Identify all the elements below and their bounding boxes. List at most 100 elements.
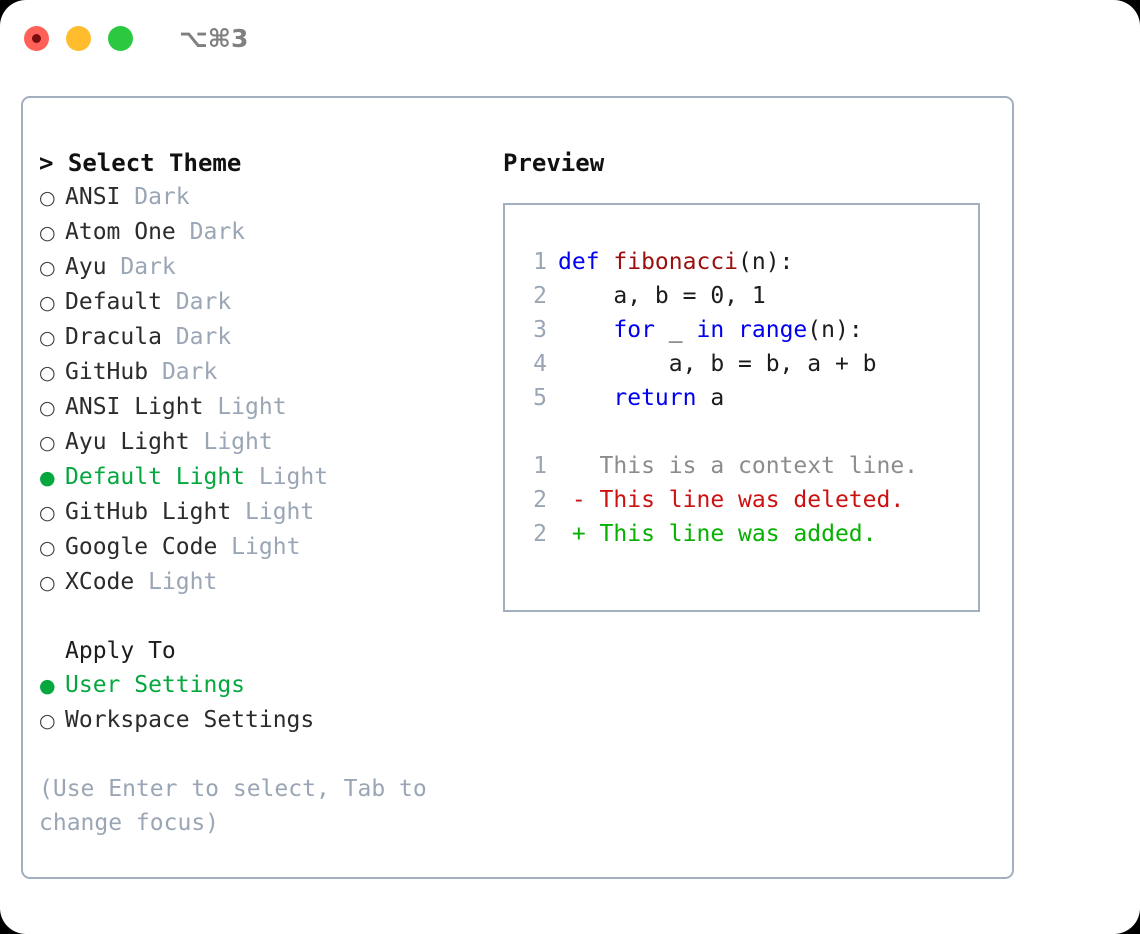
theme-name-label: XCode [65, 569, 135, 595]
window-controls [24, 25, 133, 51]
theme-variant-tag: Dark [120, 184, 190, 210]
theme-variant-tag: Dark [106, 254, 176, 280]
close-button[interactable] [24, 25, 49, 51]
code-token: _ [654, 317, 697, 343]
close-icon [32, 33, 41, 43]
code-token: fibonacci [613, 249, 739, 275]
theme-list-item[interactable]: ○ Ayu Light Light [39, 425, 499, 460]
theme-variant-tag: Light [134, 569, 218, 595]
theme-picker-column: > Select Theme ○ANSI Dark○Atom One Dark○… [23, 98, 499, 877]
theme-variant-tag: Dark [175, 219, 246, 245]
diff-sample: 1 This is a context line. 2 - This line w… [517, 449, 978, 551]
keyboard-hint: (Use Enter to select, Tab to change focu… [39, 776, 441, 836]
theme-list-item[interactable]: ○ Dracula Dark [39, 320, 499, 355]
line-number: 4 [533, 351, 547, 377]
radio-unselected-icon: ○ [39, 292, 56, 314]
line-number: 1 [533, 453, 547, 479]
radio-unselected-icon: ○ [39, 710, 56, 732]
theme-list-item[interactable]: ○ ANSI Light Light [39, 390, 499, 425]
diff-line: 2 + This line was added. [517, 517, 978, 551]
theme-list-item[interactable]: ○ ANSI Dark [39, 180, 499, 215]
code-token: for [613, 317, 655, 343]
code-token: a, b = b, a + b [558, 351, 877, 377]
code-token: This is a context line. [558, 453, 919, 479]
theme-list-item[interactable]: ○ GitHub Light Light [39, 495, 499, 530]
main-panel: > Select Theme ○ANSI Dark○Atom One Dark○… [21, 96, 1014, 879]
apply-to-label: User Settings [65, 672, 246, 698]
code-token: def [558, 249, 614, 275]
theme-variant-tag: Light [217, 534, 301, 560]
code-token: range [738, 317, 808, 343]
code-line: 5 return a [517, 381, 978, 415]
theme-variant-tag: Light [189, 429, 273, 455]
theme-variant-tag: Dark [161, 324, 232, 350]
apply-to-label: Workspace Settings [65, 707, 315, 733]
theme-name-label: GitHub [65, 359, 149, 385]
apply-to-item[interactable]: ● User Settings [39, 668, 499, 703]
theme-list-item[interactable]: ○ Ayu Dark [39, 250, 499, 285]
radio-unselected-icon: ○ [39, 502, 56, 524]
theme-list-item[interactable]: ○ Atom One Dark [39, 215, 499, 250]
theme-list[interactable]: ○ ANSI Dark ○ Atom One Dark ○ Ayu Dark ○ Defaul… [39, 180, 499, 600]
radio-unselected-icon: ○ [39, 187, 56, 209]
code-line: 2 a, b = 0, 1 [517, 279, 978, 313]
theme-list-item[interactable]: ○ Default Dark [39, 285, 499, 320]
diff-line: 2 - This line was deleted. [517, 483, 978, 517]
radio-unselected-icon: ○ [39, 537, 56, 559]
radio-unselected-icon: ○ [39, 222, 56, 244]
radio-unselected-icon: ○ [39, 432, 56, 454]
hint-spacer [39, 738, 499, 772]
radio-unselected-icon: ○ [39, 397, 56, 419]
code-line: 4 a, b = b, a + b [517, 347, 978, 381]
theme-list-item[interactable]: ●Default Light Light [39, 460, 499, 495]
zoom-button[interactable] [108, 25, 133, 51]
theme-name-label: Ayu [65, 254, 107, 280]
theme-name-label: ANSI [65, 184, 121, 210]
code-token [558, 381, 613, 415]
minimize-button[interactable] [66, 25, 91, 51]
radio-unselected-icon: ○ [39, 572, 56, 594]
theme-variant-tag: Light [203, 394, 287, 420]
code-token: - This line was deleted. [558, 487, 905, 513]
theme-name-label: ANSI Light [65, 394, 204, 420]
theme-list-item[interactable]: ○ Google Code Light [39, 530, 499, 565]
theme-variant-tag: Light [231, 499, 315, 525]
line-number: 1 [533, 249, 547, 275]
radio-unselected-icon: ○ [39, 257, 56, 279]
radio-unselected-icon: ○ [39, 362, 56, 384]
theme-variant-tag: Light [245, 464, 329, 490]
code-line: 3 for _ in range(n): [517, 313, 978, 347]
code-token [558, 313, 613, 347]
code-token: in [696, 317, 725, 343]
apply-to-list[interactable]: ● User Settings ○ Workspace Settings [39, 668, 499, 738]
apply-to-item[interactable]: ○ Workspace Settings [39, 703, 499, 738]
theme-name-label: Default [65, 289, 162, 315]
line-number: 2 [533, 283, 547, 309]
theme-variant-tag: Dark [148, 359, 218, 385]
theme-name-label: Atom One [65, 219, 176, 245]
preview-title: Preview [503, 149, 605, 177]
theme-name-label: Google Code [65, 534, 218, 560]
apply-to-header: Apply To [65, 638, 176, 664]
code-token: + This line was added. [558, 521, 877, 547]
theme-name-label: GitHub Light [65, 499, 232, 525]
code-token: return [613, 385, 697, 411]
radio-unselected-icon: ○ [39, 327, 56, 349]
line-number: 2 [533, 521, 547, 547]
theme-list-item[interactable]: ○ GitHub Dark [39, 355, 499, 390]
theme-name-label: Dracula [65, 324, 162, 350]
radio-selected-icon: ● [39, 467, 56, 489]
theme-variant-tag: Dark [161, 289, 232, 315]
theme-name-label: Ayu Light [65, 429, 190, 455]
code-token [724, 313, 738, 347]
title-bar: ⌥⌘3 [0, 0, 1140, 76]
code-token: (n): [807, 317, 863, 343]
code-diff-gap [517, 415, 978, 449]
line-number: 5 [533, 385, 547, 411]
theme-list-item[interactable]: ○ XCode Light [39, 565, 499, 600]
radio-selected-icon: ● [39, 675, 56, 697]
